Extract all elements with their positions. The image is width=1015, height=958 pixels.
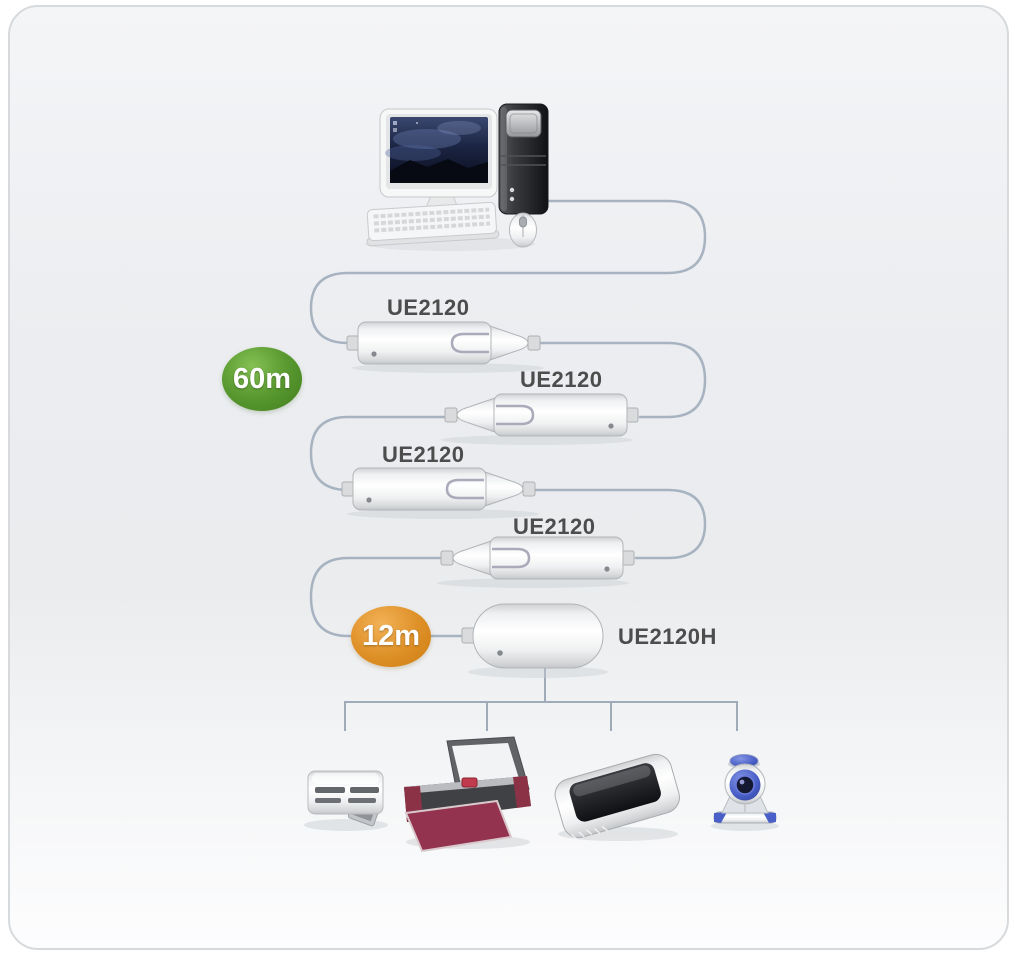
hub-label: UE2120H bbox=[618, 624, 717, 649]
extender-4-label: UE2120 bbox=[513, 514, 596, 539]
cable-extender-3-to-4 bbox=[528, 488, 707, 560]
tower-case bbox=[498, 103, 549, 215]
desktop-computer bbox=[365, 103, 549, 251]
card-reader-icon bbox=[304, 770, 388, 831]
scanner-icon bbox=[554, 753, 680, 841]
usb-cable-runs bbox=[309, 199, 707, 638]
monitor bbox=[379, 108, 498, 220]
usb-extender-3 bbox=[340, 466, 541, 521]
cable-extender-1-to-2 bbox=[534, 341, 707, 419]
extender-2-label: UE2120 bbox=[520, 367, 603, 392]
usb-hub-ue2120h bbox=[461, 603, 608, 678]
webcam-icon bbox=[711, 754, 779, 831]
usb-extender-2 bbox=[439, 392, 640, 447]
cable-extender-2-to-3 bbox=[309, 415, 452, 492]
usb-extender-4 bbox=[435, 535, 636, 590]
cable-computer-to-extender-1 bbox=[309, 199, 707, 345]
distance-badge-12m: 12m bbox=[351, 606, 431, 667]
drive-door bbox=[505, 109, 542, 138]
keyboard bbox=[366, 201, 500, 247]
distance-badge-60m-text: 60m bbox=[232, 362, 292, 395]
usb-extender-1 bbox=[345, 320, 546, 375]
extender-1-label: UE2120 bbox=[387, 295, 470, 320]
distance-badge-60m: 60m bbox=[222, 347, 302, 411]
printer-icon bbox=[404, 736, 531, 853]
distance-badge-12m-text: 12m bbox=[361, 620, 421, 652]
power-led bbox=[509, 187, 515, 193]
peripheral-bracket bbox=[344, 668, 738, 731]
cable-extender-4-to-hub bbox=[309, 556, 468, 638]
mouse bbox=[509, 212, 537, 248]
extender-3-label: UE2120 bbox=[382, 442, 465, 467]
